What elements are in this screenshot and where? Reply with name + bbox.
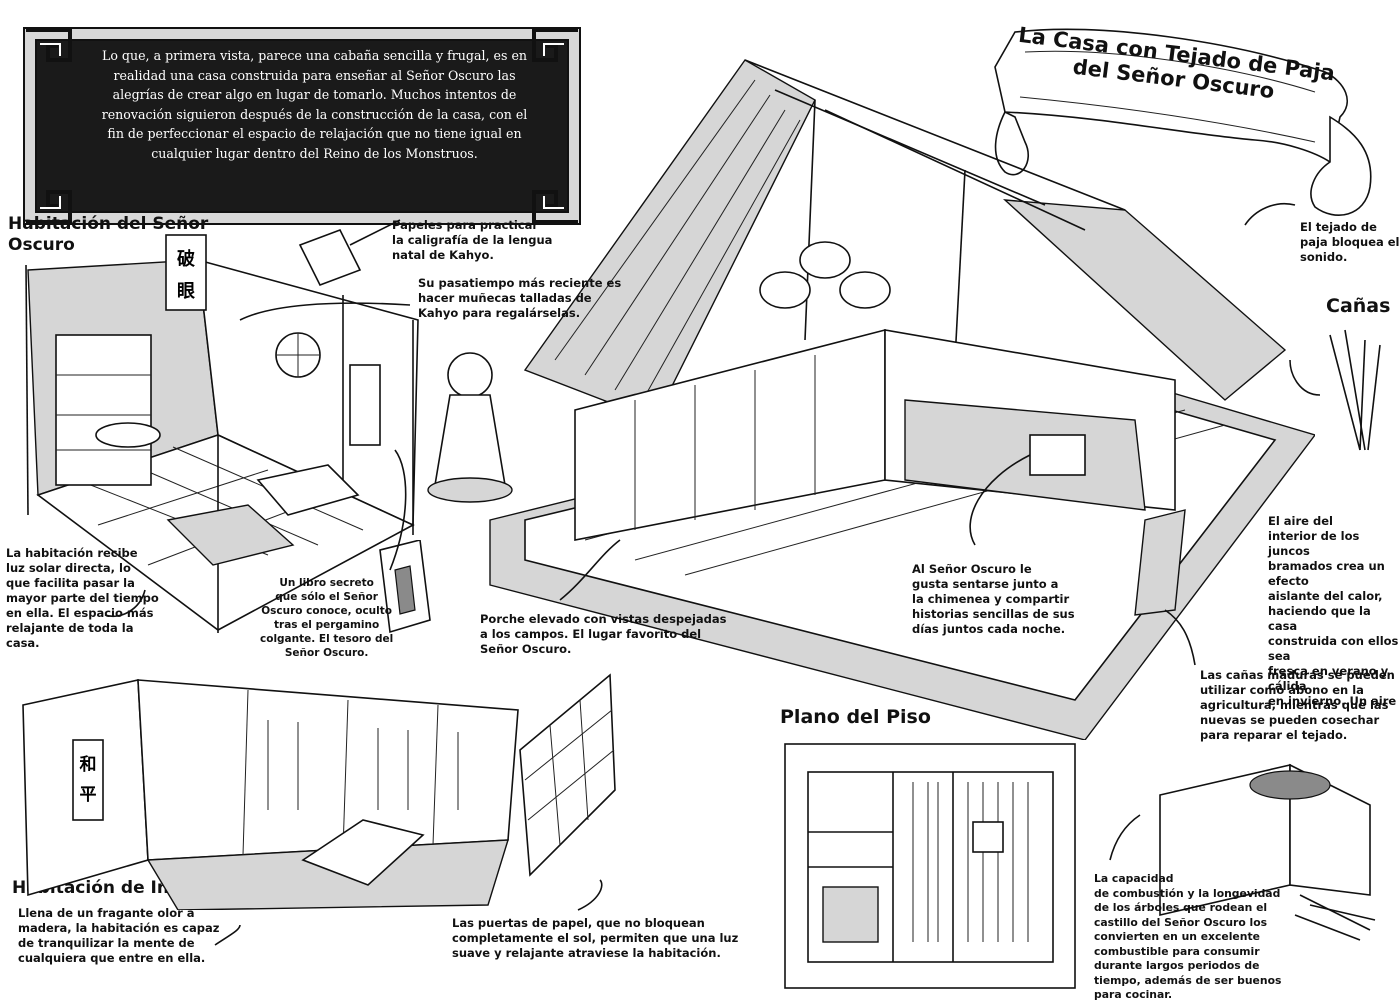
note-sunlight: La habitación recibe luz solar directa, …: [6, 546, 159, 650]
arrow-fireplace: [969, 454, 1031, 546]
note-roof: El tejado de paja bloquea el sonido.: [1300, 220, 1400, 264]
intro-panel: Lo que, a primera vista, parece una caba…: [22, 26, 582, 226]
kahyo-doll: [427, 352, 513, 503]
arrow-reeds: [1289, 359, 1321, 396]
arrow-secret-book: [389, 449, 407, 571]
note-porch: Porche elevado con vistas despejadas a l…: [480, 612, 727, 656]
intro-panel-frame: [23, 27, 581, 225]
arrow-roof: [1244, 203, 1296, 226]
paper-door: [519, 673, 616, 877]
note-firewood: La capacidad de combustión y la longevid…: [1094, 872, 1282, 1001]
svg-text:眼: 眼: [177, 281, 195, 302]
guest-room-illustration: 和 平: [22, 679, 519, 910]
intro-text: Lo que, a primera vista, parece una caba…: [101, 48, 528, 161]
floor-plan-heading: Plano del Piso: [780, 706, 931, 728]
main-house-illustration: [489, 59, 1315, 740]
reeds-icon: [1329, 329, 1381, 451]
note-secret-book: Un libro secreto que sólo el Señor Oscur…: [260, 577, 394, 659]
arrow-hobby: [239, 302, 411, 321]
banner-scroll: [994, 28, 1372, 216]
arrow-mature-reeds: [1164, 609, 1196, 666]
note-guest-room: Llena de un fragante olor a madera, la h…: [18, 906, 220, 965]
arrow-porch: [559, 539, 621, 601]
dark-lord-room-illustration: 破 眼: [25, 234, 419, 633]
calligraphy-paper: [298, 219, 401, 287]
reeds-heading: Cañas: [1326, 295, 1391, 317]
dark-lord-room-heading: Habitación del Señor Oscuro: [8, 214, 209, 255]
title-banner: La Casa con Tejado de Paja del Señor Osc…: [985, 22, 1380, 232]
guest-scroll: [72, 739, 104, 821]
arrow-sunlight: [104, 589, 146, 617]
arrow-guest-room: [214, 924, 241, 946]
arrow-paper-doors: [577, 879, 603, 911]
note-paper-doors: Las puertas de papel, que no bloquean co…: [452, 916, 739, 960]
svg-text:和: 和: [80, 755, 97, 775]
svg-text:平: 平: [80, 785, 97, 805]
note-calligraphy: Papeles para practicar la caligrafía de …: [392, 218, 553, 262]
note-mature-reeds: Las cañas maduras se pueden utilizar com…: [1200, 668, 1395, 742]
arrow-firewood: [1109, 814, 1141, 861]
wall-scroll: [165, 234, 207, 311]
floor-plan: [784, 743, 1076, 989]
note-hobby: Su pasatiempo más reciente es hacer muñe…: [418, 276, 622, 320]
firewood-stove: [1159, 763, 1376, 941]
note-air: El aire del interior de los juncos brama…: [1268, 514, 1399, 708]
wall-scroll-text: 破: [177, 248, 195, 270]
note-fireplace: Al Señor Oscuro le gusta sentarse junto …: [912, 562, 1075, 636]
